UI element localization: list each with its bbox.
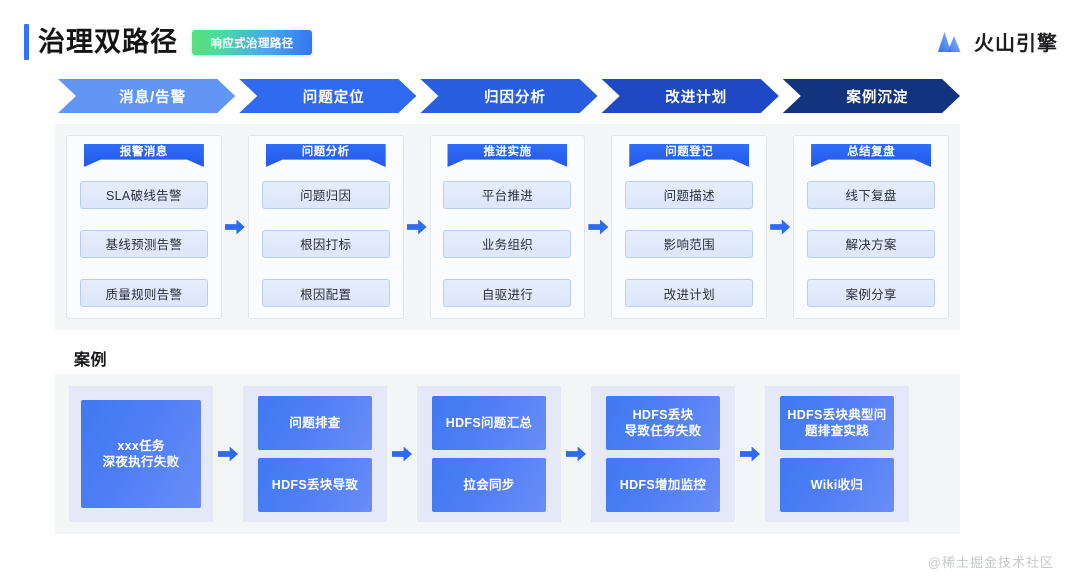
flow-card-item[interactable]: SLA破线告警	[79, 180, 208, 209]
flow-card-header-label: 推进实施	[483, 146, 532, 158]
arrow-right-icon	[224, 219, 245, 235]
case-column-1[interactable]: xxx任务深夜执行失败	[69, 386, 213, 522]
flow-arrow-4	[767, 219, 793, 235]
case-block[interactable]: Wiki收归	[780, 458, 894, 512]
flow-card-item[interactable]: 自驱进行	[443, 279, 572, 308]
case-section-title: 案例	[74, 352, 108, 369]
flow-card-3[interactable]: 推进实施平台推进业务组织自驱进行	[429, 135, 586, 319]
flow-card-header: 报警消息	[83, 144, 204, 167]
watermark: @稀土掘金技术社区	[927, 555, 1054, 570]
flow-card-item[interactable]: 业务组织	[443, 229, 572, 258]
case-arrow-2	[387, 446, 417, 462]
flow-card-item[interactable]: 案例分享	[807, 279, 936, 308]
case-block[interactable]: 拉会同步	[432, 458, 546, 512]
flow-card-header: 总结复盘	[811, 144, 932, 167]
ribbon-step-label: 改进计划	[665, 89, 728, 106]
case-block[interactable]: HDFS丢块典型问题排查实践	[780, 396, 894, 450]
flow-arrow-3	[585, 219, 611, 235]
ribbon-step-label: 消息/告警	[119, 89, 187, 106]
ribbon-step-label: 归因分析	[484, 89, 546, 106]
ribbon-step-label: 案例沉淀	[846, 89, 909, 106]
flow-card-header: 问题分析	[265, 144, 386, 167]
case-block[interactable]: HDFS增加监控	[606, 458, 720, 512]
flow-card-item[interactable]: 解决方案	[807, 229, 936, 258]
case-block[interactable]: xxx任务深夜执行失败	[81, 400, 201, 508]
flow-card-header-label: 报警消息	[119, 146, 168, 158]
flow-card-item[interactable]: 问题描述	[625, 180, 754, 209]
case-arrow-3	[561, 446, 591, 462]
ribbon-step-1[interactable]: 消息/告警	[58, 79, 235, 113]
flow-card-item[interactable]: 改进计划	[625, 279, 754, 308]
flow-card-item[interactable]: 根因打标	[261, 229, 390, 258]
case-column-2[interactable]: 问题排查 HDFS丢块导致	[243, 386, 387, 522]
arrow-right-icon	[406, 219, 427, 235]
case-column-4[interactable]: HDFS丢块导致任务失败 HDFS增加监控	[591, 386, 735, 522]
case-arrow-4	[735, 446, 765, 462]
arrow-right-icon	[392, 446, 412, 462]
case-block[interactable]: 问题排查	[258, 396, 372, 450]
flow-card-4[interactable]: 问题登记问题描述影响范围改进计划	[611, 135, 768, 319]
flow-card-item[interactable]: 影响范围	[625, 229, 754, 258]
volcano-mountain-icon	[938, 31, 961, 52]
case-block[interactable]: HDFS丢块导致	[258, 458, 372, 512]
brand-name: 火山引擎	[974, 33, 1058, 55]
flow-card-item[interactable]: 线下复盘	[807, 180, 936, 209]
flow-card-header-label: 总结复盘	[847, 146, 896, 158]
flow-card-item[interactable]: 基线预测告警	[79, 229, 208, 258]
flow-arrow-1	[222, 219, 248, 235]
brand-logo: 火山引擎	[937, 27, 1058, 56]
status-badge: 响应式治理路径	[192, 30, 312, 55]
flow-card-item[interactable]: 质量规则告警	[79, 279, 208, 308]
ribbon-step-5[interactable]: 案例沉淀	[783, 79, 960, 113]
header: 治理双路径 响应式治理路径 火山引擎	[0, 0, 1080, 74]
status-badge-label: 响应式治理路径	[210, 37, 294, 50]
arrow-right-icon	[740, 446, 760, 462]
process-ribbon: 消息/告警 问题定位 归因分析 改进计划 案例沉淀	[58, 79, 964, 113]
ribbon-step-2[interactable]: 问题定位	[239, 79, 416, 113]
case-block[interactable]: HDFS丢块导致任务失败	[606, 396, 720, 450]
case-column-5[interactable]: HDFS丢块典型问题排查实践 Wiki收归	[765, 386, 909, 522]
flow-card-2[interactable]: 问题分析问题归因根因打标根因配置	[247, 135, 404, 319]
case-column-3[interactable]: HDFS问题汇总拉会同步	[417, 386, 561, 522]
page-title: 治理双路径	[38, 27, 178, 57]
flow-card-header-label: 问题登记	[665, 146, 714, 158]
flow-card-item[interactable]: 平台推进	[443, 180, 572, 209]
ribbon-step-3[interactable]: 归因分析	[420, 79, 597, 113]
case-arrow-1	[213, 446, 243, 462]
arrow-right-icon	[588, 219, 609, 235]
case-block[interactable]: HDFS问题汇总	[432, 396, 546, 450]
flow-card-item[interactable]: 问题归因	[261, 180, 390, 209]
ribbon-step-4[interactable]: 改进计划	[602, 79, 779, 113]
arrow-right-icon	[218, 446, 238, 462]
flow-card-header: 推进实施	[447, 144, 568, 167]
flow-card-item[interactable]: 根因配置	[261, 279, 390, 308]
arrow-right-icon	[566, 446, 586, 462]
title-accent-bar	[24, 24, 29, 60]
ribbon-step-label: 问题定位	[302, 89, 365, 106]
flow-arrow-2	[404, 219, 430, 235]
flow-card-header-label: 问题分析	[301, 146, 350, 158]
arrow-right-icon	[770, 219, 791, 235]
flow-card-header: 问题登记	[629, 144, 750, 167]
flow-card-1[interactable]: 报警消息 SLA破线告警基线预测告警质量规则告警	[66, 135, 222, 319]
flow-card-5[interactable]: 总结复盘线下复盘解决方案案例分享	[793, 135, 949, 319]
